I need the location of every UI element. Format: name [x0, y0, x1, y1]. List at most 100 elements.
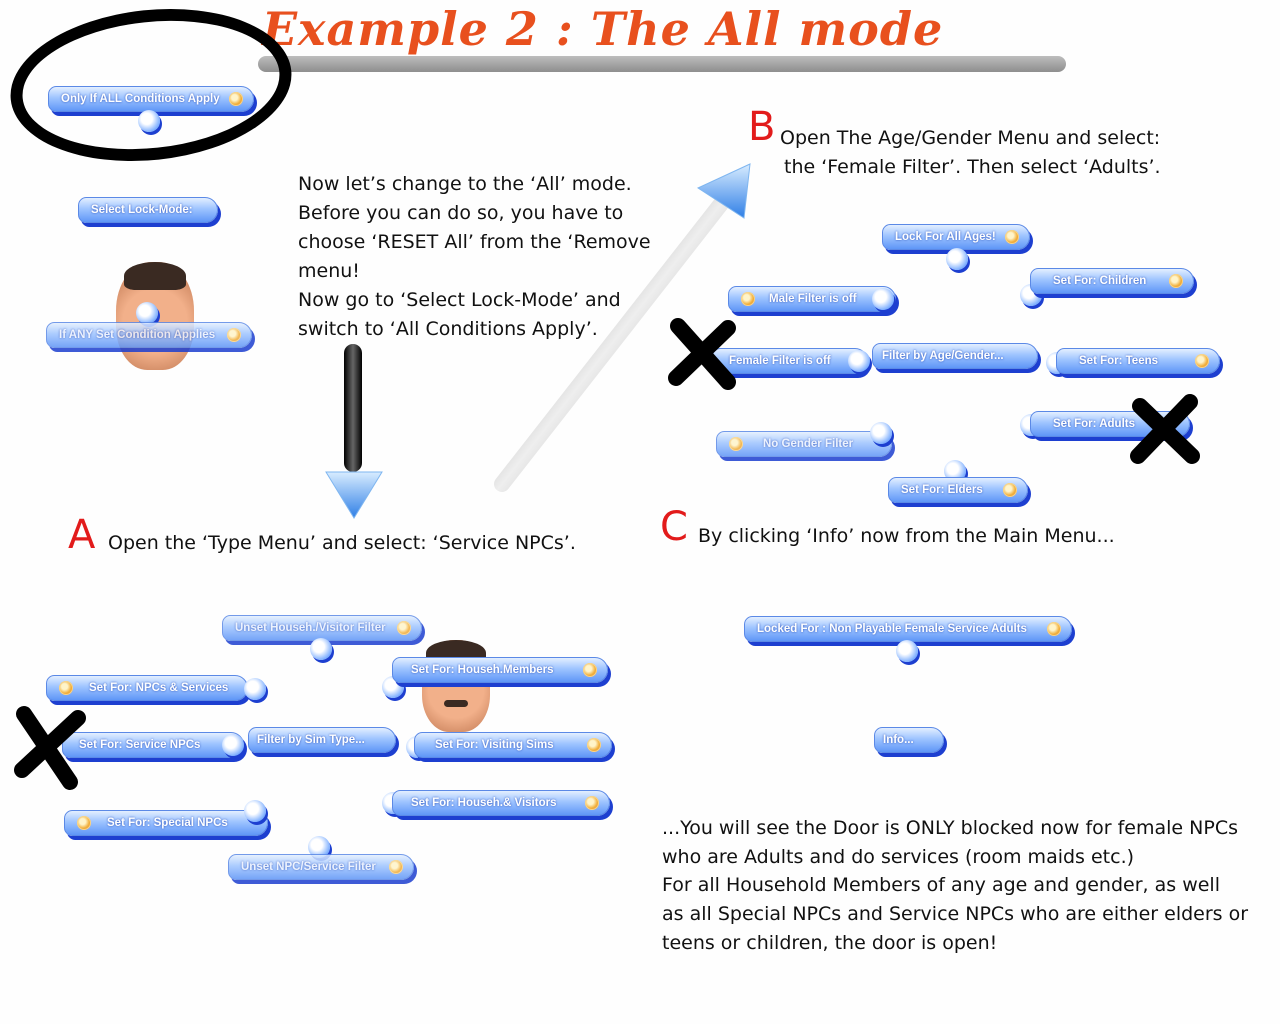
if-any-condition-button[interactable]: If ANY Set Condition Applies	[46, 322, 252, 348]
outro-line: ...You will see the Door is ONLY blocked…	[662, 817, 1238, 839]
outro-line: For all Household Members of any age and…	[662, 874, 1220, 896]
intro-line: menu!	[298, 260, 360, 282]
only-if-all-conditions-button[interactable]: Only If ALL Conditions Apply	[48, 86, 254, 112]
radio-dot-icon	[1195, 354, 1209, 368]
step-b-letter: B	[748, 104, 776, 150]
page-title: Example 2 : The All mode	[262, 2, 944, 56]
button-label: Filter by Sim Type...	[257, 734, 365, 746]
menu-connector-knob-icon	[848, 350, 870, 372]
button-label: Unset Househ./Visitor Filter	[235, 622, 386, 634]
radio-dot-icon	[1005, 230, 1019, 244]
button-label: Locked For : Non Playable Female Service…	[757, 623, 1027, 635]
menu-connector-knob-icon	[872, 288, 894, 310]
intro-line: switch to ‘All Conditions Apply’.	[298, 318, 598, 340]
button-label: Set For: Elders	[901, 484, 983, 496]
button-label: Set For: Adults	[1053, 418, 1135, 430]
button-label: Filter by Age/Gender...	[882, 350, 1004, 362]
button-label: No Gender Filter	[763, 438, 854, 450]
set-for-special-npcs-button[interactable]: Set For: Special NPCs	[64, 810, 268, 836]
set-for-househ-members-button[interactable]: Set For: Househ.Members	[392, 657, 608, 683]
step-c-letter: C	[660, 504, 688, 550]
menu-connector-knob-icon	[244, 800, 266, 822]
menu-connector-knob-icon	[946, 248, 968, 270]
button-label: Select Lock-Mode:	[91, 204, 193, 216]
menu-connector-knob-icon	[308, 836, 330, 858]
button-label: Set For: Special NPCs	[107, 817, 228, 829]
select-lock-mode-button[interactable]: Select Lock-Mode:	[78, 197, 218, 223]
button-label: Female Filter is off	[729, 355, 831, 367]
menu-connector-knob-icon	[138, 110, 160, 132]
button-label: Lock For All Ages!	[895, 231, 996, 243]
radio-dot-icon	[397, 621, 411, 635]
menu-connector-knob-icon	[870, 422, 892, 444]
button-label: Set For: Visiting Sims	[435, 739, 554, 751]
menu-connector-knob-icon	[136, 302, 158, 324]
outro-line: teens or children, the door is open!	[662, 932, 998, 954]
set-for-teens-button[interactable]: Set For: Teens	[1056, 348, 1220, 374]
filter-by-sim-type-button[interactable]: Filter by Sim Type...	[248, 727, 396, 753]
radio-dot-icon	[77, 816, 91, 830]
title-underline-bar	[258, 56, 1066, 72]
set-for-npcs-services-button[interactable]: Set For: NPCs & Services	[46, 675, 248, 701]
unset-househ-visitor-filter-button[interactable]: Unset Househ./Visitor Filter	[222, 615, 422, 641]
menu-connector-knob-icon	[896, 640, 918, 662]
button-label: If ANY Set Condition Applies	[59, 329, 216, 341]
no-gender-filter-button[interactable]: No Gender Filter	[716, 431, 892, 457]
set-for-visiting-sims-button[interactable]: Set For: Visiting Sims	[414, 732, 612, 758]
button-label: Only If ALL Conditions Apply	[61, 93, 220, 105]
button-label: Set For: NPCs & Services	[89, 682, 229, 694]
button-label: Set For: Househ.& Visitors	[411, 797, 557, 809]
step-a-letter: A	[68, 512, 96, 558]
menu-connector-knob-icon	[944, 460, 966, 482]
button-label: Unset NPC/Service Filter	[241, 861, 376, 873]
radio-dot-icon	[389, 860, 403, 874]
step-b-line1: Open The Age/Gender Menu and select:	[780, 127, 1161, 149]
radio-dot-icon	[587, 738, 601, 752]
cross-mark-icon	[668, 318, 736, 390]
button-label: Set For: Teens	[1079, 355, 1159, 367]
outro-line: as all Special NPCs and Service NPCs who…	[662, 903, 1249, 925]
male-filter-button[interactable]: Male Filter is off	[728, 286, 896, 312]
button-label: Set For: Children	[1053, 275, 1147, 287]
radio-dot-icon	[585, 796, 599, 810]
radio-dot-icon	[229, 92, 243, 106]
step-b-line2: the ‘Female Filter’. Then select ‘Adults…	[784, 156, 1161, 178]
menu-connector-knob-icon	[222, 734, 244, 756]
intro-line: Now go to ‘Select Lock-Mode’ and	[298, 289, 621, 311]
set-for-househ-visitors-button[interactable]: Set For: Househ.& Visitors	[392, 790, 610, 816]
radio-dot-icon	[741, 292, 755, 306]
set-for-children-button[interactable]: Set For: Children	[1030, 268, 1194, 294]
down-arrow-icon	[325, 344, 383, 519]
step-c-text: By clicking ‘Info’ now from the Main Men…	[698, 525, 1115, 547]
set-for-elders-button[interactable]: Set For: Elders	[888, 477, 1028, 503]
locked-for-status-button[interactable]: Locked For : Non Playable Female Service…	[744, 616, 1072, 642]
button-label: Set For: Service NPCs	[79, 739, 201, 751]
intro-line: Now let’s change to the ‘All’ mode.	[298, 173, 632, 195]
radio-dot-icon	[1169, 274, 1183, 288]
intro-line: Before you can do so, you have to	[298, 202, 624, 224]
step-a-text: Open the ‘Type Menu’ and select: ‘Servic…	[108, 532, 576, 554]
highlight-circle-marker	[2, 0, 300, 175]
radio-dot-icon	[583, 663, 597, 677]
unset-npc-service-filter-button[interactable]: Unset NPC/Service Filter	[228, 854, 414, 880]
sim-face-image	[422, 640, 490, 732]
button-label: Set For: Househ.Members	[411, 664, 554, 676]
outro-line: who are Adults and do services (room mai…	[662, 846, 1135, 868]
radio-dot-icon	[1003, 483, 1017, 497]
sim-face-image	[116, 262, 194, 370]
cross-mark-icon	[1130, 394, 1200, 464]
lock-for-all-ages-button[interactable]: Lock For All Ages!	[882, 224, 1030, 250]
radio-dot-icon	[227, 328, 241, 342]
button-label: Info...	[883, 734, 914, 746]
cross-mark-icon	[14, 706, 86, 790]
intro-line: choose ‘RESET All’ from the ‘Remove	[298, 231, 651, 253]
button-label: Male Filter is off	[769, 293, 857, 305]
menu-connector-knob-icon	[244, 678, 266, 700]
filter-by-age-gender-button[interactable]: Filter by Age/Gender...	[872, 343, 1038, 369]
sim-hair	[124, 262, 186, 290]
radio-dot-icon	[1047, 622, 1061, 636]
radio-dot-icon	[729, 437, 743, 451]
radio-dot-icon	[59, 681, 73, 695]
set-for-service-npcs-button[interactable]: Set For: Service NPCs	[62, 732, 244, 758]
info-button[interactable]: Info...	[874, 727, 944, 753]
